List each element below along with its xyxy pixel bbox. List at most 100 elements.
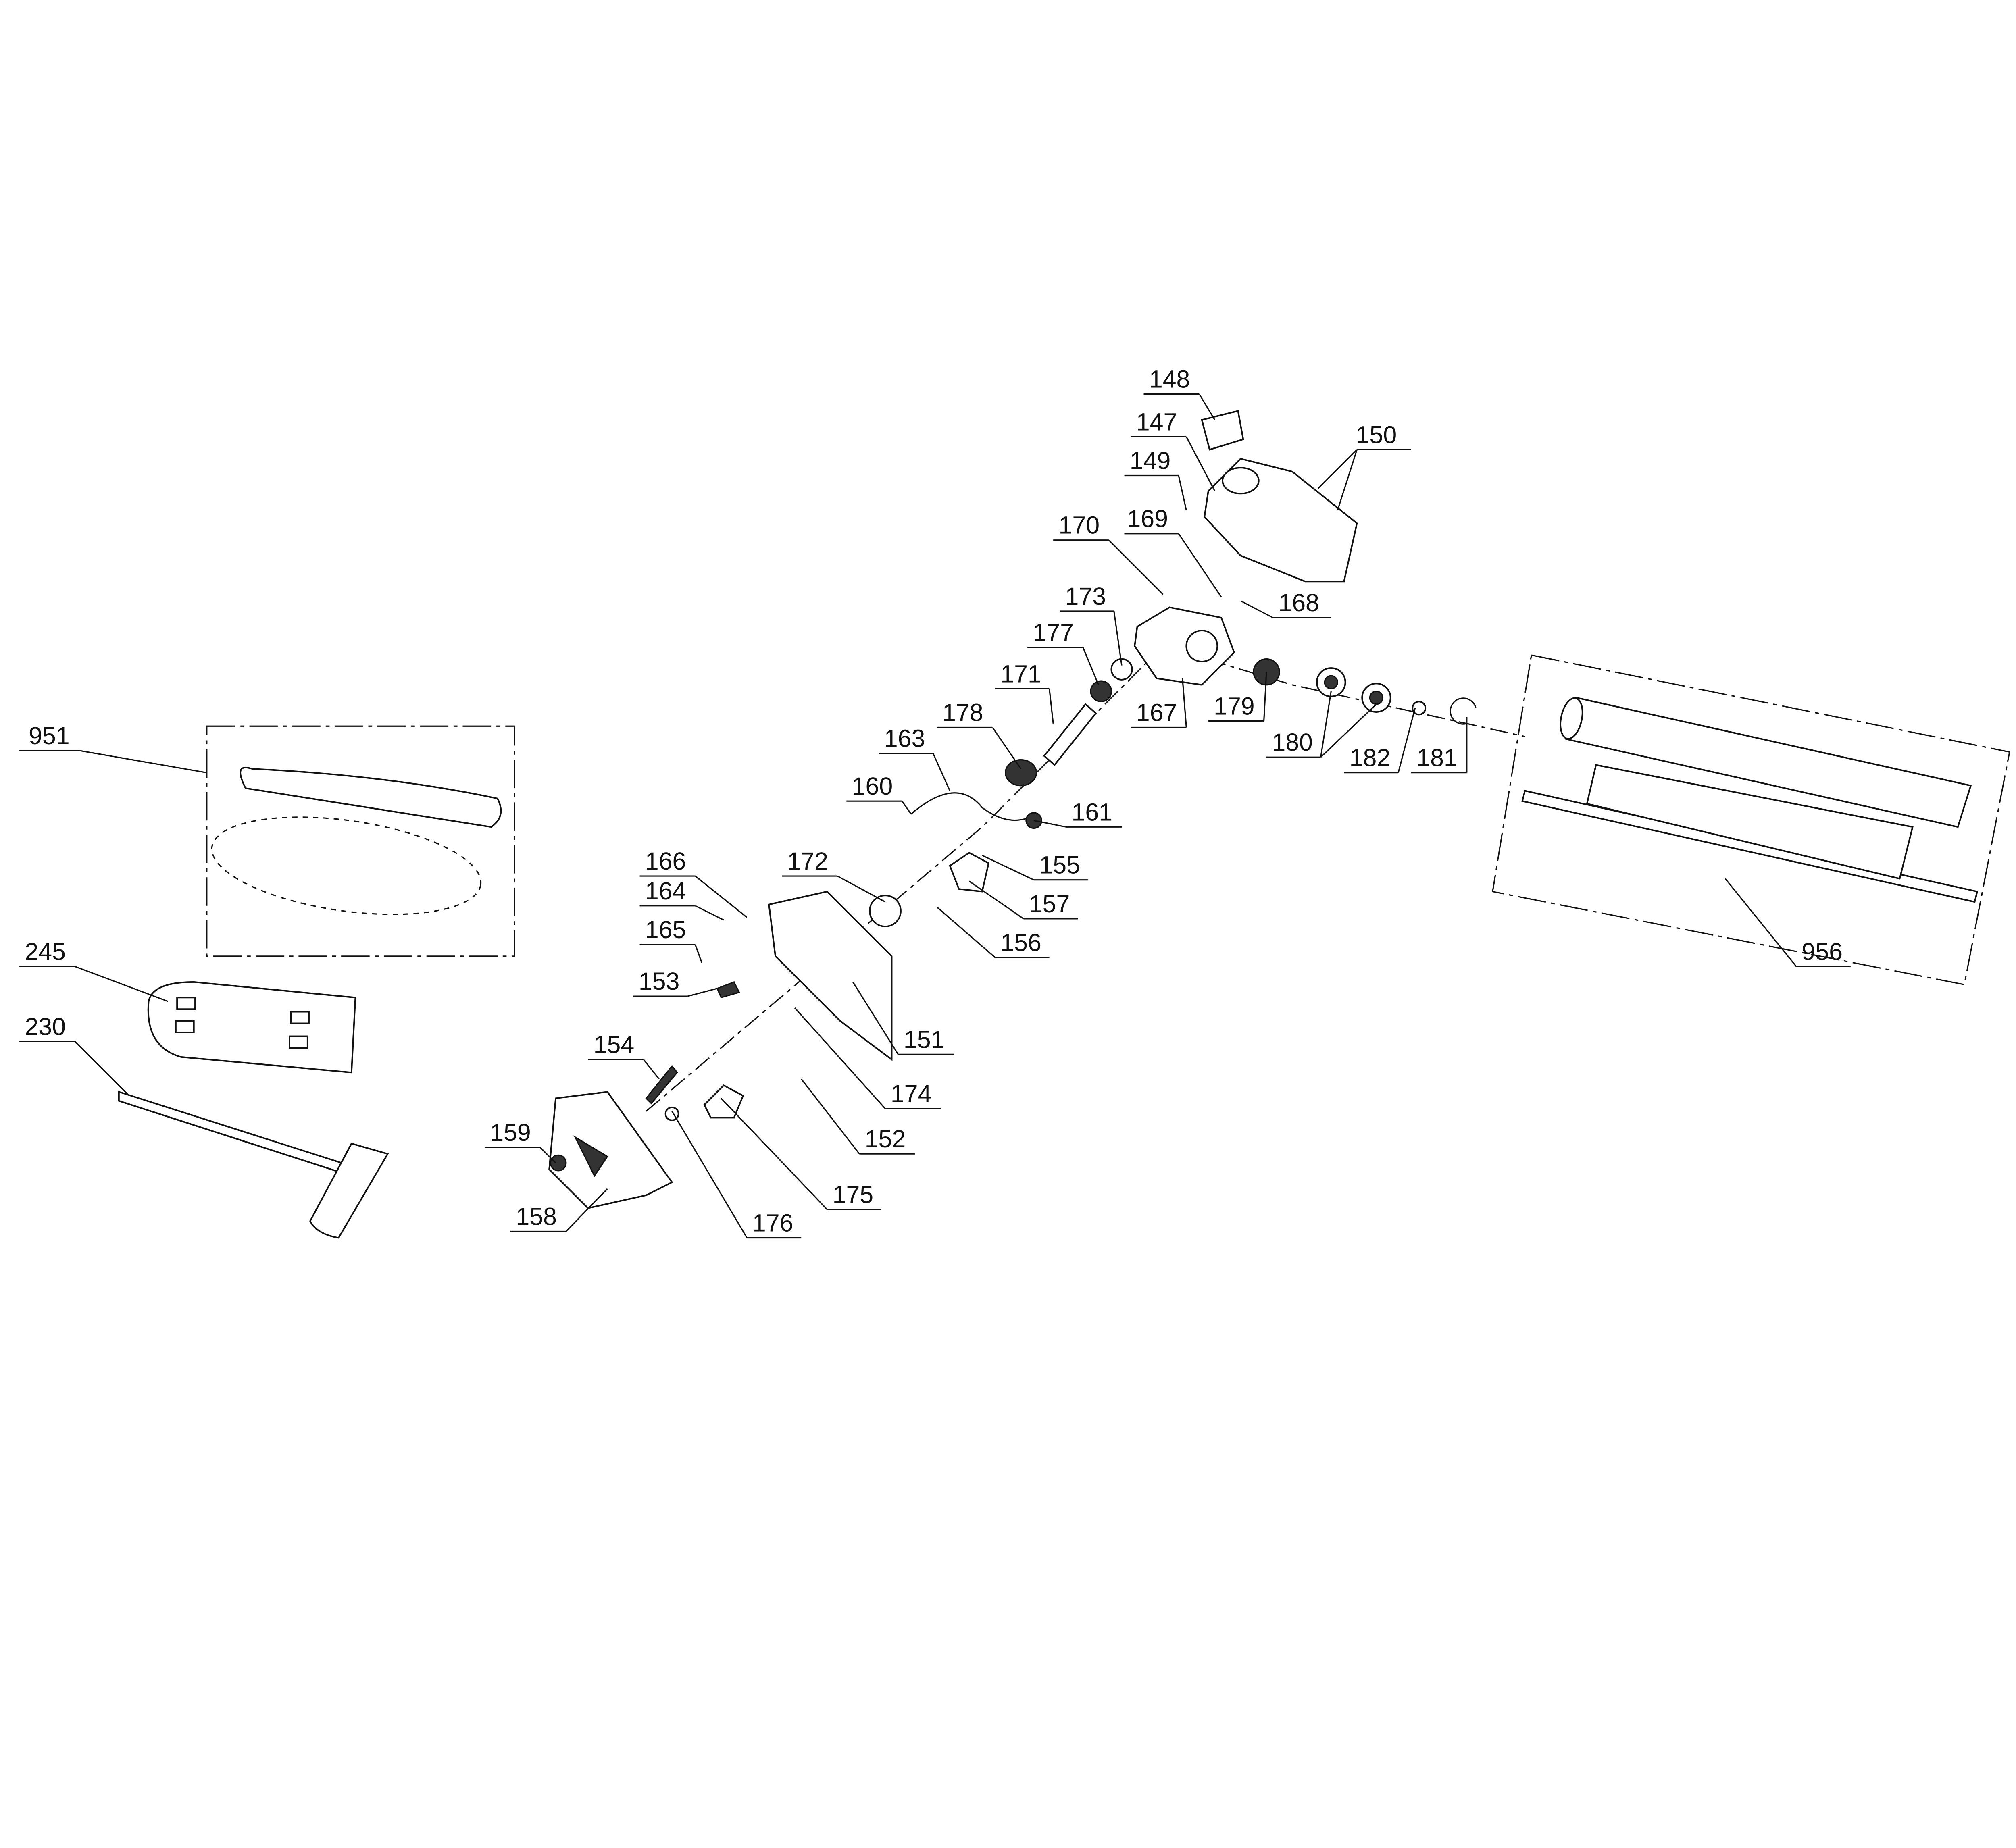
callout-label: 174: [891, 1080, 932, 1107]
leader-line: [901, 801, 912, 815]
leader-line: [992, 727, 1022, 769]
callout-149: 149: [1124, 447, 1187, 511]
leader-line: [1320, 691, 1332, 758]
leader-line: [1724, 878, 1797, 967]
callout-155: 155: [982, 851, 1088, 881]
callout-label: 172: [787, 847, 828, 875]
leader-line: [794, 1007, 886, 1109]
leader-line: [852, 982, 899, 1055]
leader-line: [721, 1098, 828, 1210]
callout-169: 169: [1124, 505, 1222, 597]
callout-158: 158: [510, 1188, 608, 1232]
bar-chain-box: [206, 725, 515, 957]
oil-hose: [910, 792, 1032, 821]
callout-label: 169: [1127, 505, 1168, 533]
callout-170: 170: [1053, 512, 1164, 595]
callout-label: 159: [490, 1119, 531, 1146]
callout-label: 177: [1033, 619, 1074, 646]
seal: [1004, 759, 1037, 787]
callout-label: 164: [645, 877, 686, 905]
bar-cover-slot: [290, 1011, 310, 1024]
callout-label: 182: [1350, 744, 1391, 772]
callout-147: 147: [1131, 408, 1216, 491]
callout-156: 156: [936, 906, 1050, 958]
ball-bearing-core: [1324, 675, 1338, 689]
callout-label: 165: [645, 916, 686, 943]
callout-label: 180: [1272, 728, 1313, 756]
callout-180: 180: [1266, 691, 1377, 758]
pole-box: [1492, 654, 2010, 986]
saw-chain: [211, 816, 482, 915]
bearing: [1110, 658, 1133, 681]
callout-152: 152: [800, 1078, 915, 1155]
callout-label: 148: [1149, 366, 1190, 393]
callout-label: 179: [1214, 692, 1255, 720]
leader-line: [932, 753, 951, 791]
callout-label: 175: [833, 1181, 874, 1208]
side-cover: [548, 1091, 673, 1209]
bar-cover-slot: [176, 997, 196, 1010]
callout-160: 160: [846, 772, 912, 815]
leader-line: [837, 875, 886, 903]
callout-176: 176: [671, 1111, 802, 1239]
callout-label: 157: [1029, 890, 1070, 918]
callout-154: 154: [588, 1031, 660, 1080]
leader-line: [539, 1147, 556, 1163]
leader-line: [1320, 703, 1377, 758]
callout-159: 159: [484, 1119, 556, 1163]
callout-label: 171: [1000, 660, 1041, 687]
callout-178: 178: [937, 699, 1022, 769]
callout-label: 163: [884, 725, 925, 752]
leader-line: [1318, 449, 1358, 489]
callout-171: 171: [995, 660, 1054, 724]
callout-245: 245: [19, 938, 169, 1002]
callout-label: 166: [645, 847, 686, 875]
callout-label: 160: [852, 772, 893, 800]
callout-label: 147: [1136, 408, 1177, 435]
ball-bearing-core: [1369, 691, 1384, 705]
callout-label: 155: [1039, 851, 1080, 879]
callout-165: 165: [639, 916, 702, 963]
wrench: [118, 1090, 363, 1180]
circlip: [1450, 697, 1477, 725]
callout-label: 168: [1278, 589, 1319, 616]
callout-label: 154: [594, 1031, 635, 1058]
callout-label: 951: [29, 722, 70, 749]
leader-line: [671, 1111, 748, 1238]
leader-line: [1198, 393, 1216, 420]
callout-175: 175: [721, 1098, 881, 1210]
callout-label: 152: [865, 1125, 906, 1153]
gear: [1090, 680, 1112, 702]
leader-line: [74, 1041, 130, 1097]
callout-label: 158: [516, 1203, 557, 1230]
leader-line: [936, 906, 996, 958]
leader-line: [1263, 672, 1267, 721]
callout-label: 956: [1801, 938, 1843, 965]
leader-line: [1397, 708, 1416, 773]
callout-label: 176: [752, 1209, 793, 1236]
leader-line: [1185, 436, 1216, 491]
guide-bar: [240, 766, 502, 828]
callout-148: 148: [1143, 366, 1216, 420]
callout-174: 174: [794, 1007, 941, 1109]
callout-label: 170: [1058, 512, 1100, 539]
callout-157: 157: [968, 880, 1078, 920]
callout-label: 245: [25, 938, 66, 965]
callout-179: 179: [1208, 672, 1267, 722]
callout-182: 182: [1344, 708, 1416, 774]
leader-line: [1182, 678, 1187, 728]
callout-177: 177: [1027, 619, 1099, 685]
leader-line: [968, 880, 1024, 920]
callout-230: 230: [19, 1013, 130, 1097]
callout-151: 151: [852, 982, 954, 1055]
leader-line: [75, 966, 169, 1002]
leader-line: [565, 1188, 608, 1232]
leader-line: [1113, 611, 1123, 666]
callout-150: 150: [1318, 421, 1411, 511]
leader-line: [1337, 449, 1358, 511]
callout-label: 173: [1065, 583, 1106, 610]
leader-line: [687, 988, 718, 997]
callout-951: 951: [19, 722, 207, 774]
leader-line: [1033, 820, 1066, 828]
